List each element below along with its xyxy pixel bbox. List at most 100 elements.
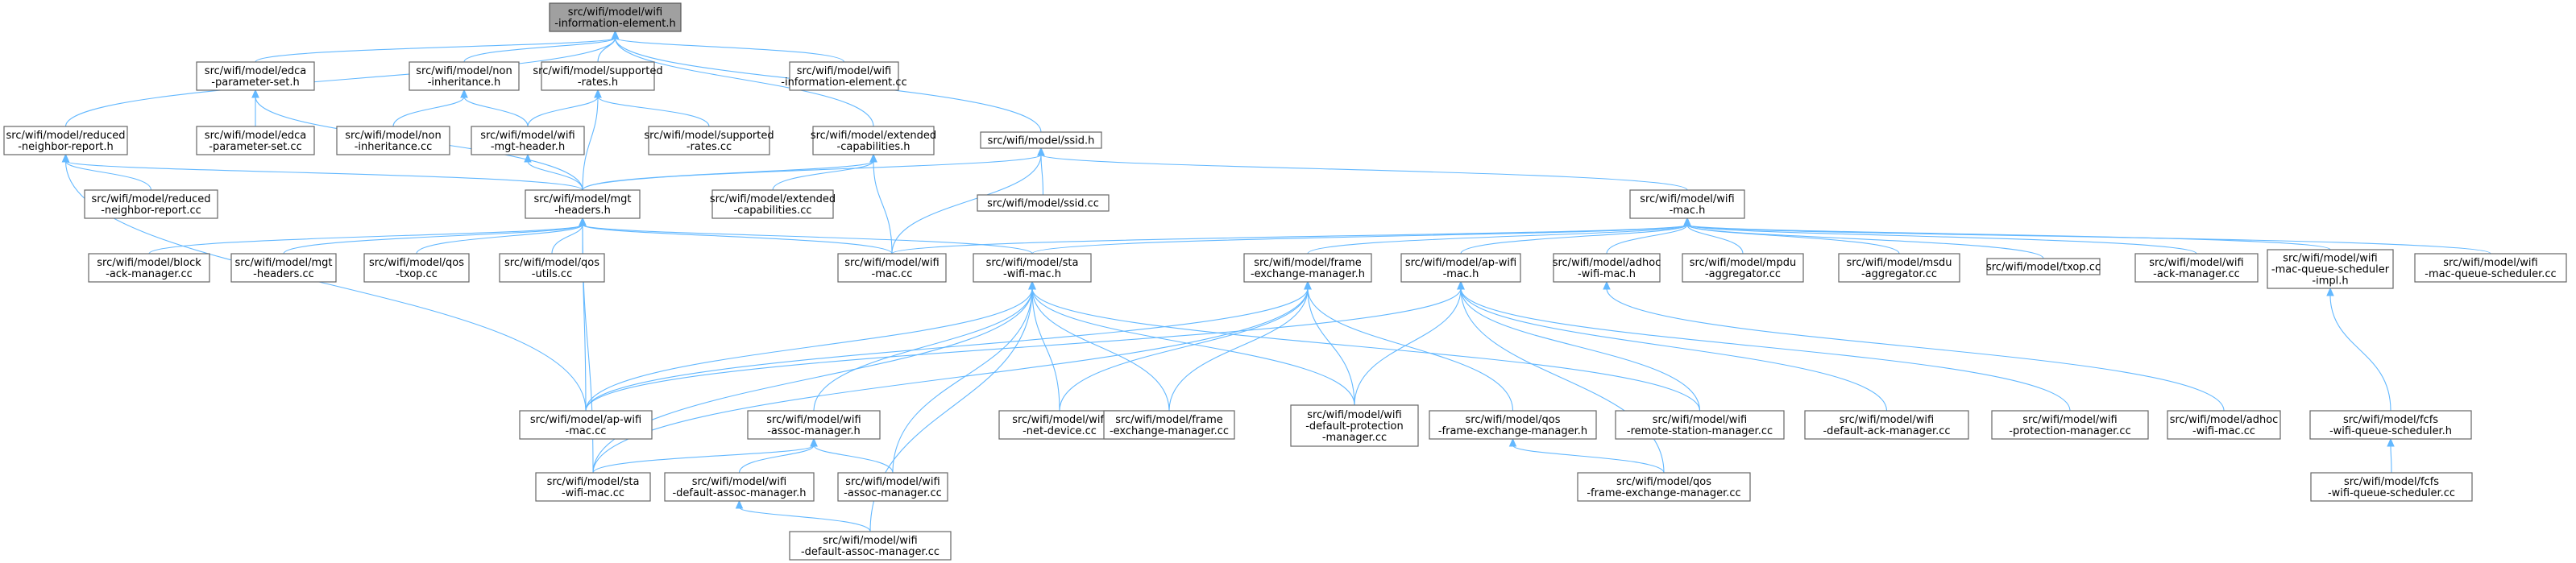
edge-n34-to-n23 <box>1059 280 1312 412</box>
file-node[interactable]: src/wifi/model/ssid.h <box>980 131 1102 149</box>
file-node[interactable]: src/wifi/model/wifi-default-protection-m… <box>1290 404 1419 447</box>
file-node[interactable]: src/wifi/model/wifi-ack-manager.cc <box>2134 253 2259 283</box>
file-node[interactable]: src/wifi/model/sta-wifi-mac.cc <box>535 472 651 502</box>
file-node-label: src/wifi/model/wifi <box>844 257 939 269</box>
file-node[interactable]: src/wifi/model/non-inheritance.cc <box>336 126 450 155</box>
file-node-label: -utils.cc <box>532 268 572 280</box>
file-node[interactable]: src/wifi/model/wifi-default-assoc-manage… <box>789 531 952 561</box>
file-node-box <box>812 126 935 155</box>
edge-n48-to-n44 <box>735 499 871 532</box>
edge-n37-to-n23 <box>1304 280 1514 412</box>
edge-n21-to-n10 <box>869 153 893 255</box>
file-node-label: -mac-queue-scheduler <box>2271 264 2390 276</box>
file-node[interactable]: src/wifi/model/wifi-mac-queue-scheduler.… <box>2414 253 2567 283</box>
file-node-label: -mac.h <box>1443 268 1479 280</box>
file-node[interactable]: src/wifi/model/wifi-information-element.… <box>781 61 907 91</box>
file-node[interactable]: src/wifi/model/frame-exchange-manager.h <box>1243 253 1372 283</box>
file-node[interactable]: src/wifi/model/mgt-headers.h <box>525 189 641 219</box>
edge-n21-to-n13 <box>579 217 893 255</box>
file-node[interactable]: src/wifi/model/wifi-assoc-manager.cc <box>837 472 948 502</box>
file-node-label: -inheritance.h <box>428 77 501 89</box>
file-node[interactable]: src/wifi/model/wifi-default-assoc-manage… <box>664 472 815 502</box>
file-node[interactable]: src/wifi/model/adhoc-wifi-mac.cc <box>2167 410 2281 440</box>
file-node-box <box>837 472 948 502</box>
file-node[interactable]: src/wifi/model/qos-frame-exchange-manage… <box>1577 472 1751 502</box>
file-node-box <box>525 189 641 219</box>
file-node-label: src/wifi/model/extended <box>811 130 936 142</box>
file-node[interactable]: src/wifi/model/reduced-neighbor-report.c… <box>84 189 218 219</box>
edge-n8-to-n2 <box>460 89 529 127</box>
file-node[interactable]: src/wifi/model/fcfs-wifi-queue-scheduler… <box>2309 410 2472 440</box>
file-node-box <box>519 410 653 440</box>
file-node-label: -exchange-manager.h <box>1251 268 1365 280</box>
file-node-label: src/wifi/model/sta <box>986 257 1079 269</box>
file-node-box <box>1986 258 2101 275</box>
file-node-label: src/wifi/model/wifi <box>1840 414 1934 426</box>
file-node[interactable]: src/wifi/model/qos-utils.cc <box>499 253 605 283</box>
file-node-label: -assoc-manager.cc <box>844 487 942 499</box>
edge-n33-to-n22 <box>813 280 1036 412</box>
file-node[interactable]: src/wifi/model/ssid.cc <box>977 194 1110 212</box>
file-node[interactable]: src/wifi/model/wifi-mac.cc <box>837 253 947 283</box>
file-node-box <box>2134 253 2259 283</box>
file-node[interactable]: src/wifi/model/block-ack-manager.cc <box>88 253 210 283</box>
file-node-label: -wifi-queue-scheduler.h <box>2329 425 2452 437</box>
file-node[interactable]: src/wifi/model/supported-rates.cc <box>644 126 774 155</box>
edge-n23-to-n16 <box>1307 217 1691 255</box>
file-node[interactable]: src/wifi/model/fcfs-wifi-queue-scheduler… <box>2310 472 2473 502</box>
file-node-box <box>1838 253 1960 283</box>
file-node-label: -capabilities.h <box>837 141 911 153</box>
file-node[interactable]: src/wifi/model/sta-wifi-mac.h <box>973 253 1092 283</box>
file-node-label: src/wifi/model/qos <box>1465 414 1560 426</box>
file-node[interactable]: src/wifi/model/wifi-information-element.… <box>549 2 682 32</box>
file-node[interactable]: src/wifi/model/wifi-mac.h <box>1629 189 1745 219</box>
file-node[interactable]: src/wifi/model/wifi-mgt-header.h <box>471 126 585 155</box>
file-node[interactable]: src/wifi/model/qos-txop.cc <box>363 253 470 283</box>
file-node-label: src/wifi/model/wifi <box>568 6 662 19</box>
file-node-label: src/wifi/model/block <box>97 257 201 269</box>
edge-n21-to-n16 <box>891 217 1691 255</box>
file-node-box <box>363 253 470 283</box>
file-node-label: src/wifi/model/wifi <box>692 476 786 488</box>
file-node[interactable]: src/wifi/model/wifi-protection-manager.c… <box>1991 410 2149 440</box>
file-node[interactable]: src/wifi/model/mgt-headers.cc <box>230 253 337 283</box>
file-node-label: -parameter-set.h <box>211 77 299 89</box>
file-node-box <box>789 531 952 561</box>
file-node[interactable]: src/wifi/model/adhoc-wifi-mac.h <box>1553 253 1661 283</box>
file-node-label: src/wifi/model/wifi <box>2022 414 2117 426</box>
file-node[interactable]: src/wifi/model/extended-capabilities.h <box>811 126 936 155</box>
file-node[interactable]: src/wifi/model/extended-capabilities.cc <box>710 189 836 219</box>
file-node-label: -mac.h <box>1670 205 1706 217</box>
edge-n7-to-n2 <box>392 89 468 127</box>
file-node[interactable]: src/wifi/model/edca-parameter-set.cc <box>196 126 315 155</box>
file-node[interactable]: src/wifi/model/mpdu-aggregator.cc <box>1682 253 1804 283</box>
file-node[interactable]: src/wifi/model/wifi-default-ack-manager.… <box>1804 410 1969 440</box>
edge-n38-to-n24 <box>1457 280 1701 412</box>
file-node[interactable]: src/wifi/model/wifi-net-device.cc <box>998 410 1121 440</box>
file-node[interactable]: src/wifi/model/ap-wifi-mac.h <box>1400 253 1521 283</box>
file-node[interactable]: src/wifi/model/ap-wifi-mac.cc <box>519 410 653 440</box>
edge-n13-to-n10 <box>582 153 877 191</box>
file-node-label: -default-ack-manager.cc <box>1823 425 1950 437</box>
file-node[interactable]: src/wifi/model/qos-frame-exchange-manage… <box>1429 410 1597 440</box>
file-node[interactable]: src/wifi/model/frame-exchange-manager.cc <box>1103 410 1235 440</box>
file-node[interactable]: src/wifi/model/wifi-remote-station-manag… <box>1615 410 1785 440</box>
file-node[interactable]: src/wifi/model/reduced-neighbor-report.h <box>3 126 128 155</box>
file-node[interactable]: src/wifi/model/non-inheritance.h <box>409 61 520 91</box>
file-node-label: -ack-manager.cc <box>106 268 193 280</box>
file-node[interactable]: src/wifi/model/txop.cc <box>1986 258 2101 275</box>
file-node-label: src/wifi/model/mgt <box>234 257 332 269</box>
file-node-label: src/wifi/model/non <box>416 65 512 77</box>
file-node-box <box>747 410 881 440</box>
file-node-label: src/wifi/model/ssid.cc <box>987 198 1099 210</box>
file-node-label: -wifi-queue-scheduler.cc <box>2328 487 2455 499</box>
file-node[interactable]: src/wifi/model/edca-parameter-set.h <box>196 61 315 91</box>
file-node-label: src/wifi/model/edca <box>205 130 306 142</box>
file-node[interactable]: src/wifi/model/wifi-assoc-manager.h <box>747 410 881 440</box>
file-node[interactable]: src/wifi/model/supported-rates.h <box>533 61 663 91</box>
file-node[interactable]: src/wifi/model/wifi-mac-queue-scheduler-… <box>2267 249 2394 289</box>
file-node-label: -frame-exchange-manager.cc <box>1587 487 1740 499</box>
file-node[interactable]: src/wifi/model/msdu-aggregator.cc <box>1838 253 1960 283</box>
edge-n35-to-n22 <box>1028 280 1170 412</box>
